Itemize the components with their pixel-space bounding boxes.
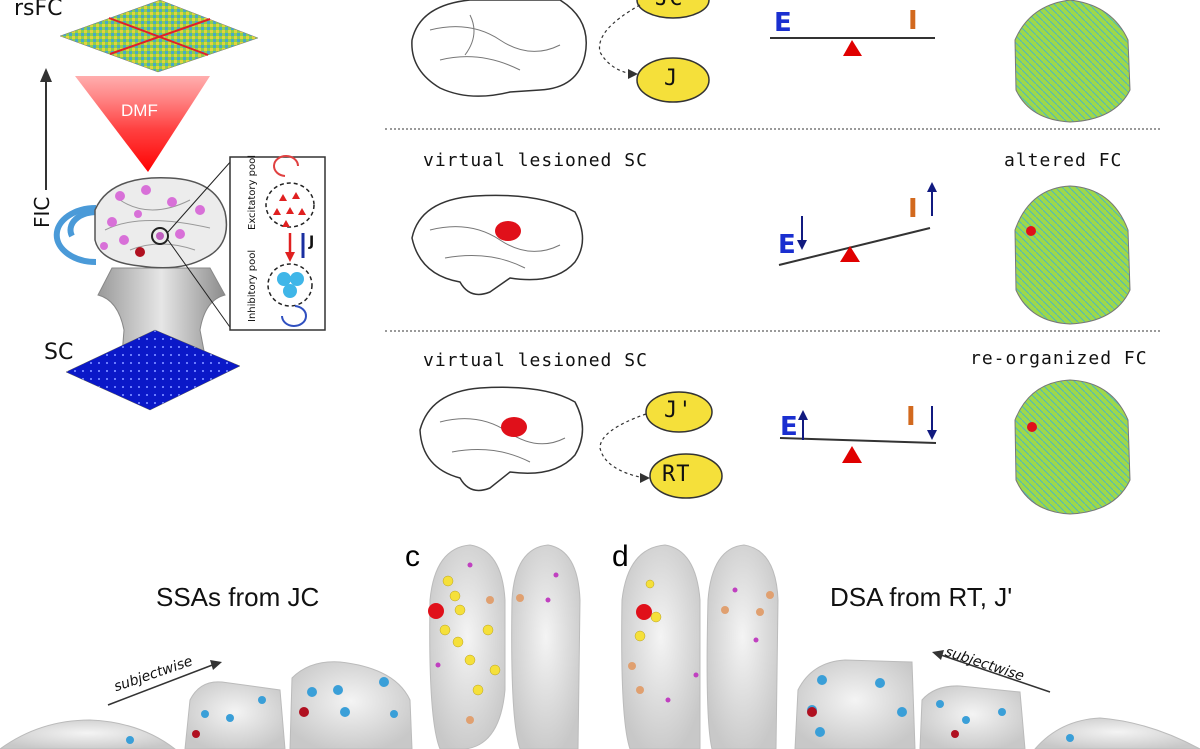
rsfc-matrix <box>59 0 259 73</box>
fic-circular-arrows <box>53 205 99 265</box>
model-brain <box>94 159 233 364</box>
glass-brain-d <box>621 544 779 749</box>
balance-E-1: E <box>774 8 792 38</box>
inhibitory-pool-label: Inhibitory pool <box>247 249 258 322</box>
balance-I-3: I <box>906 402 916 432</box>
node-rt: RT <box>662 462 691 487</box>
rsfc-label: rsFC <box>14 0 63 21</box>
row-separator-1 <box>385 128 1160 130</box>
dmf-cone <box>75 76 210 172</box>
panel-d-letter: d <box>612 540 629 573</box>
dsa-title: DSA from RT, J' <box>830 582 1013 612</box>
balance-E-2: E <box>778 230 796 260</box>
glass-brain-c <box>428 544 581 749</box>
panel-c-letter: c <box>405 540 420 573</box>
excitatory-pool-label: Excitatory pool <box>247 155 258 230</box>
balance-E-3: E <box>780 412 798 442</box>
row1-graphics <box>411 0 1131 123</box>
node-j-prime: J' <box>664 398 693 423</box>
node-j: J <box>664 66 679 91</box>
dmf-label: DMF <box>121 101 158 120</box>
row2-right-title: altered FC <box>1004 150 1123 171</box>
row2-graphics <box>411 182 1131 325</box>
balance-I-1: I <box>908 6 918 36</box>
row-separator-2 <box>385 330 1160 332</box>
ssa-title: SSAs from JC <box>156 582 320 612</box>
sc-matrix <box>65 329 241 411</box>
fic-label: FIC <box>30 196 54 228</box>
node-jc: JC <box>655 0 684 11</box>
row3-graphics <box>419 379 1131 515</box>
j-coupling-label: J <box>309 234 315 250</box>
row3-right-title: re-organized FC <box>970 348 1148 369</box>
pool-box <box>229 155 326 331</box>
row2-left-title: virtual lesioned SC <box>423 150 648 171</box>
upward-arrow <box>40 68 52 190</box>
subject-brains-left <box>0 660 413 749</box>
row3-left-title: virtual lesioned SC <box>423 350 648 371</box>
balance-I-2: I <box>908 194 918 224</box>
subject-brains-right <box>794 650 1200 749</box>
sc-label: SC <box>44 340 74 365</box>
